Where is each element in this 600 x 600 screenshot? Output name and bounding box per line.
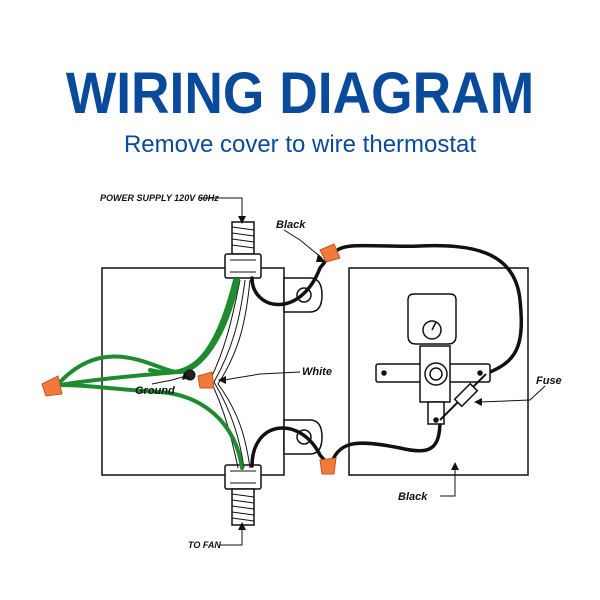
page-subtitle: Remove cover to wire thermostat [123, 131, 477, 158]
label-black-top: Black [276, 219, 306, 231]
label-white: White [302, 366, 332, 378]
thermostat [375, 293, 491, 425]
fuse [439, 373, 487, 421]
power-cord-connector [224, 221, 262, 279]
leader-arrows [182, 216, 482, 530]
label-to-fan: TO FAN [188, 540, 221, 550]
wire-nut-top [319, 243, 341, 263]
fan-cord-connector [224, 464, 262, 526]
black-wires [250, 243, 524, 468]
wire-nut-bottom [319, 457, 337, 475]
wire-nut-white [197, 371, 215, 389]
wire-nut-ground [41, 375, 63, 397]
left-junction-box [101, 267, 285, 476]
page-title: WIRING DIAGRAM [65, 61, 535, 126]
label-ground: Ground [135, 385, 175, 397]
ground-wires [58, 278, 244, 470]
label-power-supply: POWER SUPPLY 120V 60Hz [100, 193, 219, 203]
leader-lines [151, 197, 546, 546]
label-fuse: Fuse [536, 375, 562, 387]
label-black-bottom: Black [398, 491, 428, 503]
